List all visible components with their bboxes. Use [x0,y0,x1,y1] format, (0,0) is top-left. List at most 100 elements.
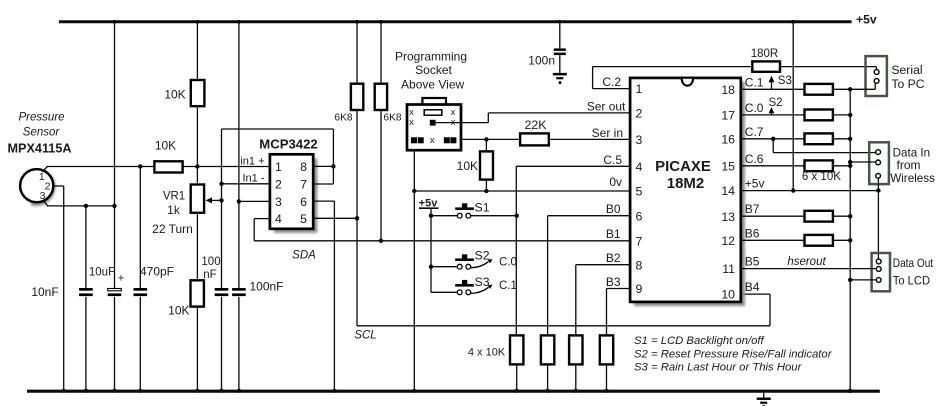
svg-text:B4: B4 [745,280,760,294]
svg-text:3: 3 [275,195,282,209]
svg-text:SCL: SCL [354,329,376,341]
svg-text:13: 13 [721,210,735,224]
svg-text:S3: S3 [475,275,490,289]
svg-text:Data Out: Data Out [893,256,934,270]
svg-text:22K: 22K [524,118,547,132]
svg-text:B0: B0 [606,202,621,216]
svg-text:C.6: C.6 [745,152,764,166]
svg-text:B6: B6 [745,226,760,240]
svg-text:C.1: C.1 [745,75,764,89]
svg-text:S3 = Rain Last Hour or This Ho: S3 = Rain Last Hour or This Hour [634,362,803,374]
svg-text:4 x 10K: 4 x 10K [468,346,506,358]
svg-text:11: 11 [722,262,735,276]
svg-text:SDA: SDA [292,249,316,261]
svg-text:3: 3 [40,190,46,202]
svg-text:2: 2 [636,107,643,121]
svg-text:10nF: 10nF [31,285,58,299]
svg-text:x: x [409,107,414,118]
svg-text:14: 14 [721,184,735,198]
svg-text:from: from [897,158,921,172]
svg-text:C.0: C.0 [745,101,764,115]
svg-text:2: 2 [275,177,282,191]
svg-text:In1 -: In1 - [242,173,264,185]
svg-text:S1: S1 [475,201,490,215]
svg-text:B2: B2 [606,251,621,265]
svg-text:6: 6 [636,209,643,223]
svg-text:3: 3 [636,133,643,147]
svg-text:9: 9 [636,282,643,296]
svg-text:+: + [118,273,124,285]
svg-text:S2: S2 [475,249,490,263]
svg-text:x: x [409,117,414,128]
svg-text:B7: B7 [745,202,760,216]
svg-text:C.0: C.0 [499,257,517,269]
svg-text:S2 = Reset Pressure Rise/Fall: S2 = Reset Pressure Rise/Fall indicator [634,348,833,360]
svg-text:10K: 10K [164,88,185,102]
svg-text:8: 8 [300,160,307,174]
svg-text:6 x 10K: 6 x 10K [802,171,841,183]
svg-text:Wireless: Wireless [890,171,935,185]
svg-text:470pF: 470pF [140,265,174,279]
svg-text:6K8: 6K8 [383,113,401,124]
svg-text:+5v: +5v [745,177,765,191]
svg-text:VR1: VR1 [163,191,185,203]
svg-text:10K: 10K [457,159,478,173]
svg-text:Data In: Data In [893,145,931,159]
svg-text:6K8: 6K8 [334,113,352,124]
svg-text:22 Turn: 22 Turn [152,222,193,236]
svg-text:x: x [430,135,435,146]
svg-text:B1: B1 [606,227,621,241]
svg-text:MCP3422: MCP3422 [259,137,318,152]
svg-text:in1 +: in1 + [240,155,264,167]
svg-text:8: 8 [636,258,643,272]
svg-text:100: 100 [201,256,220,268]
svg-text:C.7: C.7 [745,125,764,139]
svg-text:S3: S3 [778,75,792,87]
svg-text:10K: 10K [155,139,176,153]
svg-text:hserout: hserout [787,256,826,268]
svg-text:100n: 100n [528,54,555,68]
svg-text:18M2: 18M2 [667,175,705,192]
svg-text:5: 5 [636,185,643,199]
svg-text:4: 4 [275,212,282,226]
svg-text:To LCD: To LCD [893,274,930,288]
svg-text:7: 7 [300,177,307,191]
svg-text:100nF: 100nF [249,280,283,294]
svg-text:7: 7 [636,234,643,248]
svg-text:180R: 180R [751,48,779,60]
svg-text:B5: B5 [745,255,760,269]
svg-text:PICAXE: PICAXE [655,158,711,175]
svg-text:17: 17 [721,109,735,123]
svg-text:10: 10 [721,288,735,302]
svg-text:10uF: 10uF [89,266,115,278]
svg-text:1: 1 [39,171,45,183]
svg-text:0v: 0v [609,175,622,189]
svg-text:+5v: +5v [856,13,877,27]
svg-text:18: 18 [721,83,735,97]
svg-text:+5v: +5v [419,198,439,210]
svg-text:S1 = LCD Backlight on/off: S1 = LCD Backlight on/off [634,335,766,347]
svg-text:C.5: C.5 [603,153,622,167]
svg-text:6: 6 [300,195,307,209]
svg-text:Pressure: Pressure [18,112,64,124]
svg-text:B3: B3 [606,275,621,289]
svg-text:Serial: Serial [891,63,922,77]
svg-text:Ser in: Ser in [592,126,623,140]
svg-text:x: x [451,107,456,118]
svg-text:16: 16 [721,132,735,146]
svg-text:nF: nF [203,269,216,281]
svg-text:S2: S2 [769,97,783,109]
svg-text:Sensor: Sensor [23,127,61,139]
svg-text:2: 2 [45,180,51,192]
svg-text:1k: 1k [167,203,181,217]
svg-text:Ser out: Ser out [587,99,626,113]
svg-text:MPX4115A: MPX4115A [8,141,72,156]
svg-text:To PC: To PC [891,77,924,91]
svg-text:Programming: Programming [395,50,467,64]
svg-text:1: 1 [636,82,643,96]
svg-text:10K: 10K [168,304,189,318]
svg-text:4: 4 [636,160,643,174]
svg-text:C.2: C.2 [602,75,621,89]
svg-text:5: 5 [300,212,307,226]
svg-text:Above View: Above View [401,77,464,91]
